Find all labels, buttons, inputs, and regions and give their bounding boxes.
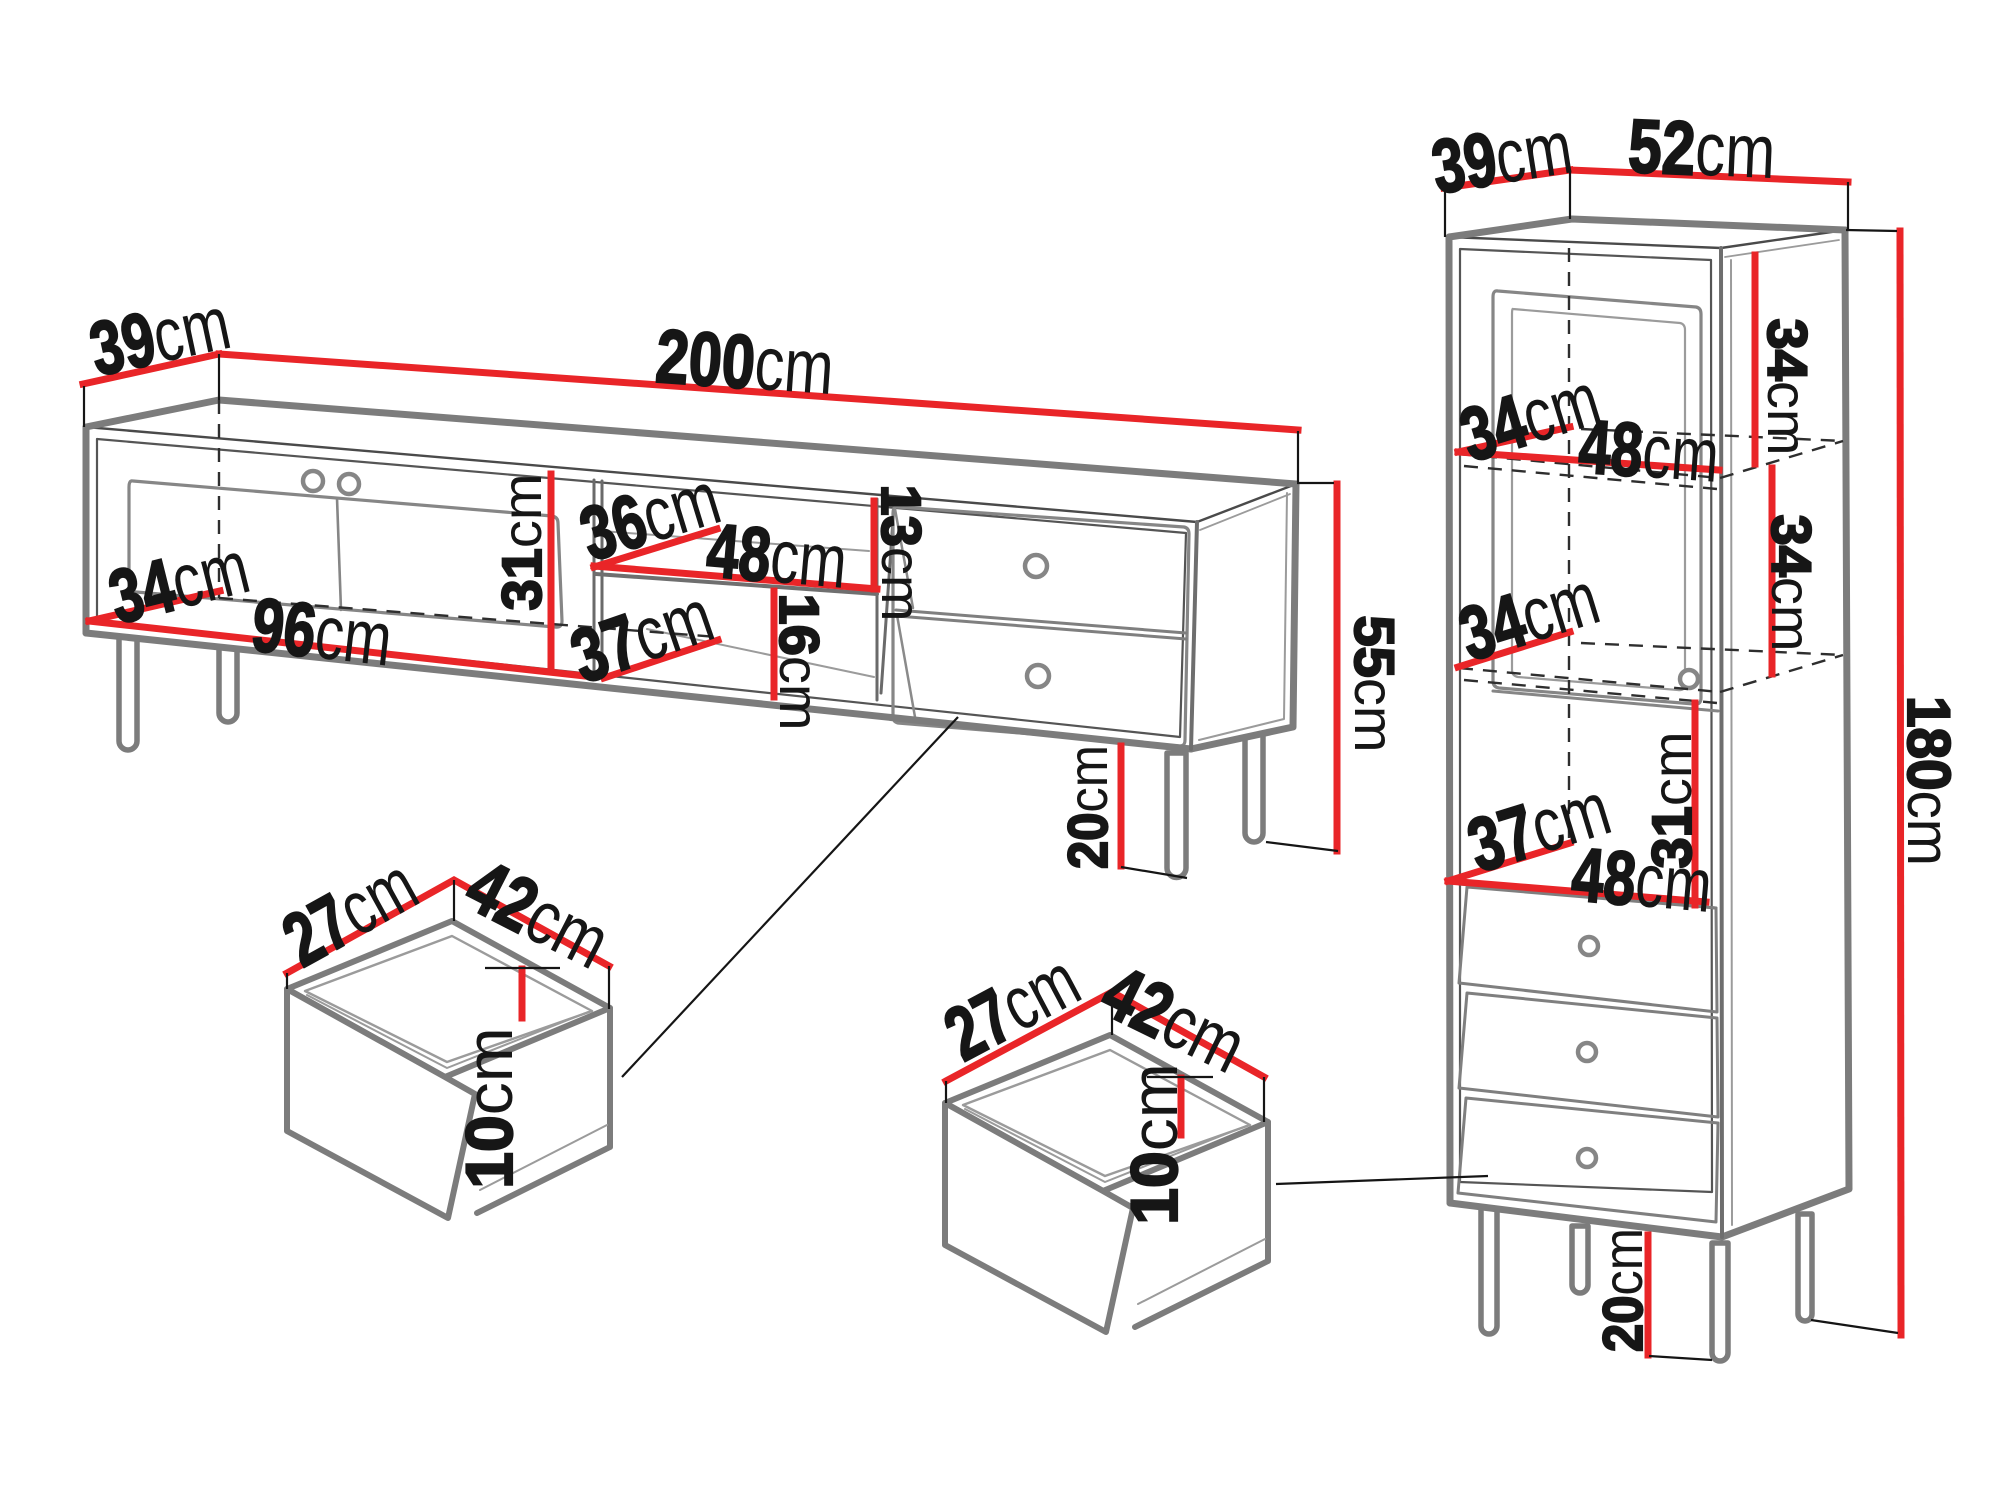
- svg-text:34cm: 34cm: [1761, 515, 1824, 652]
- svg-text:52cm: 52cm: [1627, 103, 1778, 194]
- svg-text:31cm: 31cm: [1640, 732, 1703, 869]
- svg-text:20cm: 20cm: [1056, 745, 1119, 869]
- svg-text:96cm: 96cm: [248, 582, 397, 682]
- svg-text:48cm: 48cm: [1569, 832, 1716, 929]
- svg-text:55cm: 55cm: [1344, 616, 1407, 753]
- svg-text:13cm: 13cm: [871, 485, 934, 622]
- svg-text:16cm: 16cm: [769, 594, 832, 731]
- svg-text:48cm: 48cm: [704, 508, 851, 605]
- svg-text:39cm: 39cm: [1426, 104, 1578, 210]
- svg-text:180cm: 180cm: [1896, 696, 1963, 866]
- svg-text:200cm: 200cm: [653, 313, 836, 410]
- svg-text:48cm: 48cm: [1576, 404, 1722, 499]
- svg-text:31cm: 31cm: [490, 474, 553, 611]
- svg-text:10cm: 10cm: [452, 1027, 526, 1188]
- svg-text:34cm: 34cm: [1757, 319, 1820, 456]
- svg-text:37cm: 37cm: [1458, 765, 1620, 888]
- svg-text:20cm: 20cm: [1591, 1228, 1654, 1352]
- svg-text:34cm: 34cm: [1450, 555, 1609, 677]
- svg-text:10cm: 10cm: [1117, 1063, 1191, 1224]
- svg-text:39cm: 39cm: [83, 280, 238, 392]
